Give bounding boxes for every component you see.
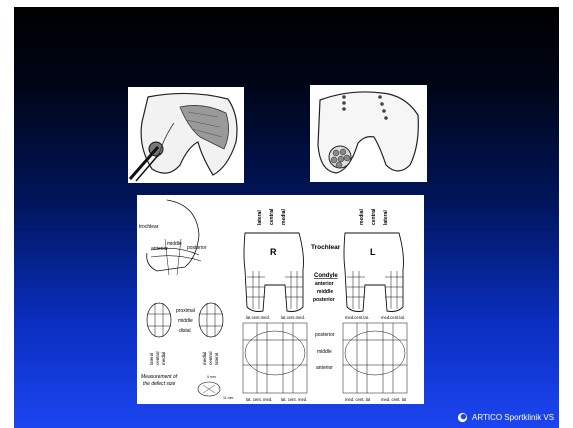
label-row-L1: med.cent.lat. — [345, 315, 369, 320]
label-anterior: anterior — [151, 246, 168, 252]
label-post: posterior — [315, 332, 335, 338]
knee-grafts-illustration — [310, 85, 427, 182]
label-measurement-2: the defect size — [143, 381, 175, 387]
label-top-medial-R: medial — [281, 209, 287, 225]
brand-text: ARTICO Sportklinik VS — [472, 413, 554, 422]
label-11mm: 11 mm — [223, 396, 234, 400]
label-posterior: posterior — [187, 245, 207, 251]
label-row-R1: lat.cent.med. — [246, 315, 270, 320]
label-R: R — [270, 247, 277, 257]
artico-logo-icon — [457, 412, 468, 423]
label-bottom-lat-1: lat. cent. med. — [246, 397, 272, 402]
label-measurement-1: Measurement of — [141, 374, 178, 380]
label-medial-l: medial — [161, 352, 166, 365]
label-top-lateral-L: lateral — [383, 210, 389, 225]
label-ant: anterior — [316, 365, 333, 371]
footer-brand: ARTICO Sportklinik VS — [457, 412, 557, 423]
label-row-L2: med.cent.lat. — [381, 315, 405, 320]
label-row-R2: lat.cent.med. — [281, 315, 305, 320]
label-9mm: 9 mm — [207, 375, 216, 379]
label-central-r: central — [208, 351, 213, 365]
knee-drill-drawing — [128, 87, 244, 183]
label-middle: middle — [167, 241, 182, 247]
label-top-medial-L: medial — [359, 209, 365, 225]
slide: trochlear middle anterior posterior prox… — [14, 7, 559, 428]
label-lateral-r: lateral — [214, 353, 219, 365]
label-medial-r: medial — [202, 352, 207, 365]
label-trochlear: trochlear — [139, 224, 159, 230]
knee-drill-illustration — [128, 87, 244, 183]
label-lateral-l: lateral — [149, 353, 154, 365]
knee-grafts-drawing — [310, 85, 427, 182]
label-top-central-L: central — [371, 208, 377, 225]
label-top-central-R: central — [269, 208, 275, 225]
label-condyle: Condyle — [314, 273, 338, 279]
label-condyle-middle: middle — [317, 289, 333, 295]
label-trochlear-center: Trochlear — [311, 244, 341, 251]
label-bottom-med-2: med. cent. lat — [381, 397, 407, 402]
label-condyle-anterior: anterior — [315, 281, 334, 287]
label-bottom-lat-2: lat. cent. med. — [281, 397, 307, 402]
label-central-l: central — [155, 351, 160, 365]
label-mid: middle — [317, 349, 332, 355]
label-middle-2: middle — [178, 318, 193, 324]
cartilage-mapping-diagram: trochlear middle anterior posterior prox… — [137, 195, 424, 404]
label-bottom-med-1: med. cent. lat — [345, 397, 371, 402]
label-proximal: proximal — [176, 308, 195, 314]
label-distal: distal — [179, 328, 191, 334]
label-L: L — [370, 247, 376, 257]
mapping-drawing: trochlear middle anterior posterior prox… — [137, 195, 424, 404]
label-condyle-posterior: posterior — [313, 297, 335, 303]
label-top-lateral-R: lateral — [257, 210, 263, 225]
